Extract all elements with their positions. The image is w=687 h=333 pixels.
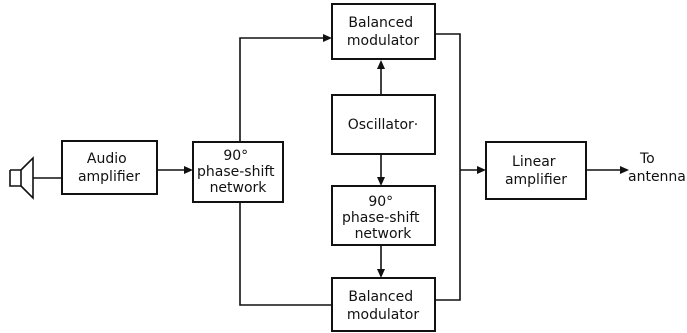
wire-modulator-outputs-bus bbox=[435, 33, 461, 301]
audio-amplifier-block: Audio amplifier bbox=[61, 140, 158, 195]
wire-phase-to-top-modulator bbox=[239, 37, 325, 142]
phase-shift-rf-label-line3: network bbox=[355, 226, 413, 242]
oscillator-block: Oscillator· bbox=[331, 94, 436, 155]
balanced-modulator-top-label-line2: modulator bbox=[347, 33, 419, 49]
phase-shift-audio-label-line3: network bbox=[210, 180, 268, 196]
svg-text:Oscillator·: Oscillator· bbox=[348, 117, 419, 133]
balanced-modulator-top-block: Balanced modulator bbox=[331, 3, 436, 60]
linear-amplifier-label-line1: Linear bbox=[512, 154, 556, 170]
arrowhead-bus-to-linear-amplifier bbox=[477, 166, 486, 174]
to-antenna-label-line1: To bbox=[639, 151, 655, 167]
svg-text:90° phase-shift ne: 90° phase-shift network bbox=[197, 148, 279, 196]
microphone-icon bbox=[9, 156, 62, 200]
balanced-modulator-bottom-label-line2: modulator bbox=[347, 307, 419, 323]
phase-shift-rf-label-line1: 90° bbox=[368, 194, 393, 210]
phase-shift-rf-label-line2: phase-shift bbox=[342, 210, 420, 226]
svg-text:Audio amplifier: Audio amplifier bbox=[78, 151, 140, 185]
balanced-modulator-bottom-block: Balanced modulator bbox=[331, 277, 436, 332]
signal-connections bbox=[157, 33, 629, 306]
arrowhead-phase-to-top-modulator bbox=[323, 34, 332, 42]
arrowhead-rf-phase-to-bottom-modulator bbox=[377, 269, 385, 278]
oscillator-label: Oscillator· bbox=[348, 117, 419, 133]
balanced-modulator-bottom-label-line1: Balanced bbox=[348, 289, 413, 305]
to-antenna-label-line2: antenna bbox=[628, 169, 686, 185]
linear-amplifier-block: Linear amplifier bbox=[485, 141, 587, 200]
svg-text:Balanced modulator: Balanced modulator bbox=[347, 289, 419, 323]
audio-amplifier-label-line2: amplifier bbox=[78, 169, 140, 185]
arrowhead-audio-to-phase bbox=[184, 166, 193, 174]
to-antenna-label: To antenna bbox=[628, 151, 686, 185]
phase-shift-network-rf-block: 90° phase-shift network bbox=[331, 185, 436, 246]
arrowhead-to-antenna bbox=[620, 166, 629, 174]
linear-amplifier-label-line2: amplifier bbox=[505, 172, 567, 188]
audio-amplifier-label-line1: Audio bbox=[87, 151, 127, 167]
arrowhead-oscillator-to-top-modulator bbox=[377, 60, 385, 69]
phase-shift-network-audio-block: 90° phase-shift network bbox=[192, 141, 284, 203]
svg-text:90° phase-shift ne: 90° phase-shift network bbox=[342, 194, 424, 242]
phase-shift-audio-label-line1: 90° bbox=[223, 148, 248, 164]
arrowhead-oscillator-to-rf-phase bbox=[377, 177, 385, 186]
svg-text:Balanced modulator: Balanced modulator bbox=[347, 15, 419, 49]
phase-shift-audio-label-line2: phase-shift bbox=[197, 164, 275, 180]
balanced-modulator-top-label-line1: Balanced bbox=[348, 15, 413, 31]
svg-text:Linear amplifier: Linear amplifier bbox=[505, 154, 567, 188]
wire-phase-to-bottom-modulator bbox=[239, 202, 332, 306]
